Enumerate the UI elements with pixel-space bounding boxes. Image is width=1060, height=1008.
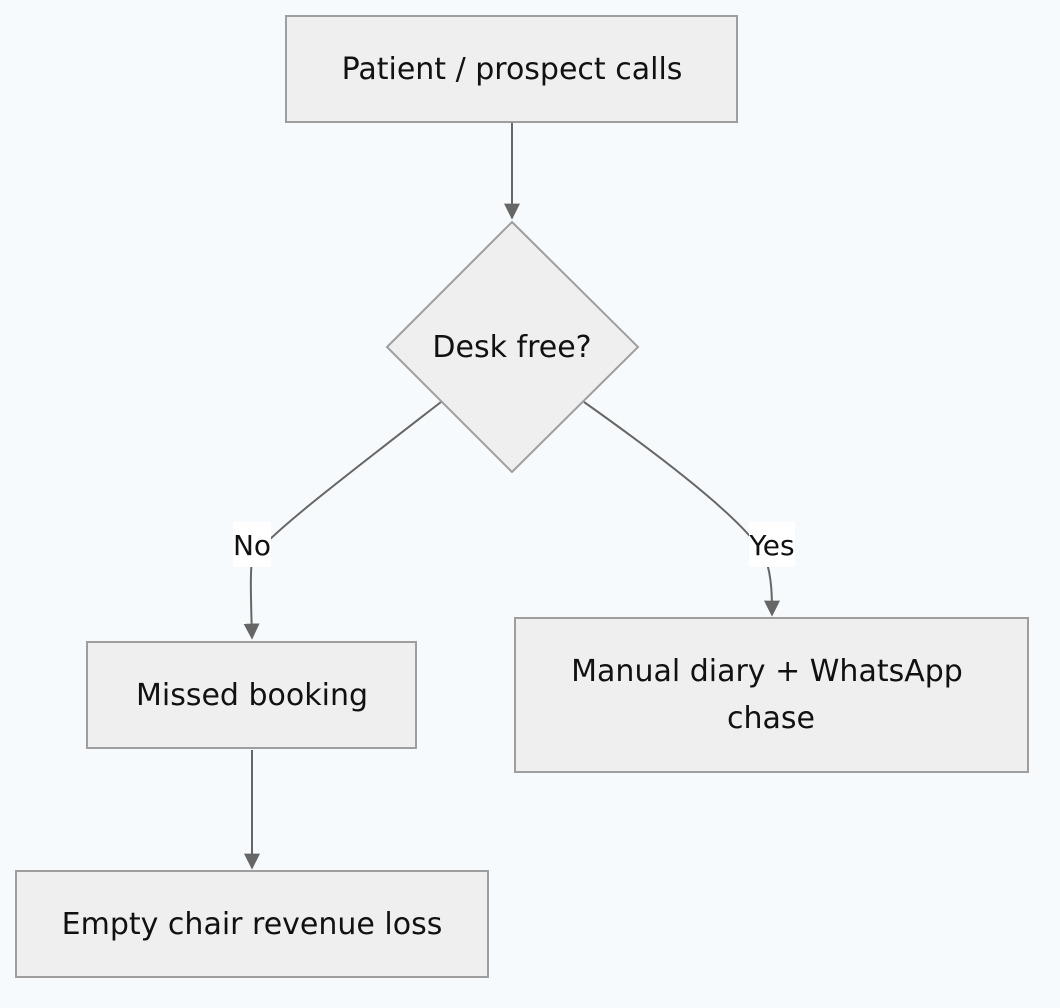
node-manual-label-line2: chase xyxy=(727,701,815,736)
node-loss: Empty chair revenue loss xyxy=(15,870,489,978)
node-start: Patient / prospect calls xyxy=(285,15,738,123)
edge-decision-to-manual xyxy=(583,401,780,617)
edge-decision-to-missed xyxy=(243,401,442,640)
node-loss-label: Empty chair revenue loss xyxy=(62,907,443,942)
edge-label-no: No xyxy=(233,522,271,567)
edge-label-yes-text: Yes xyxy=(748,529,794,562)
edge-label-no-text: No xyxy=(233,529,271,562)
node-missed: Missed booking xyxy=(86,641,417,749)
node-decision: Desk free? xyxy=(385,220,640,474)
node-start-label: Patient / prospect calls xyxy=(342,52,683,87)
node-decision-label: Desk free? xyxy=(432,330,591,365)
edge-label-yes: Yes xyxy=(748,522,795,567)
node-missed-label: Missed booking xyxy=(136,678,368,713)
node-manual: Manual diary + WhatsApp chase xyxy=(514,617,1029,773)
node-manual-label-line1: Manual diary + WhatsApp xyxy=(571,654,963,689)
